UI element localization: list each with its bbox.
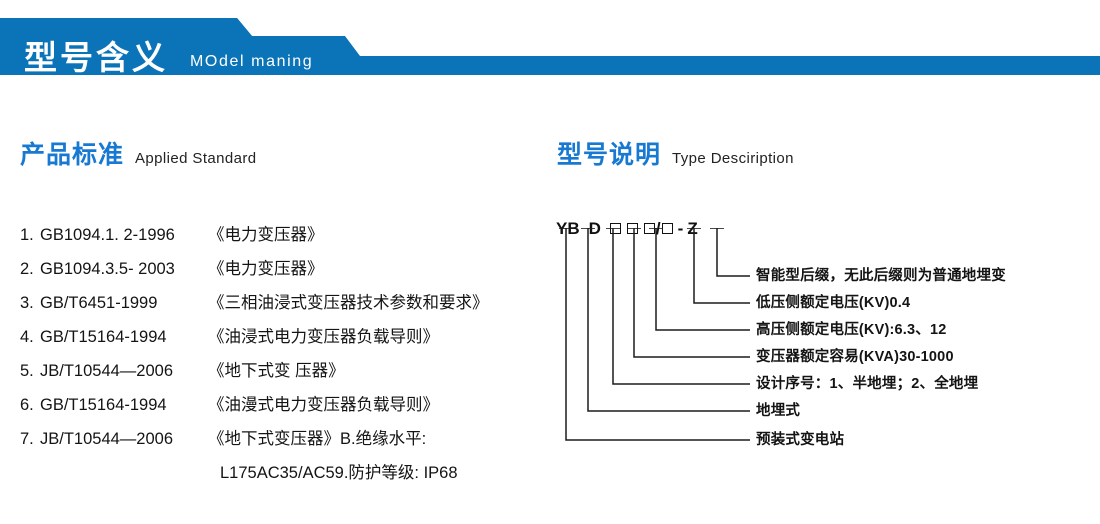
standard-name: 《电力变压器》 <box>208 226 324 244</box>
model-code-separator: - <box>677 219 684 238</box>
section-heading-applied-standard: 产品标准 Applied Standard <box>20 143 257 168</box>
header-banner: 型号含义 MOdel maning <box>0 18 1100 75</box>
diagram-label: 高压侧额定电压(KV):6.3、12 <box>756 322 947 338</box>
section-heading-type-description: 型号说明 Type Desciription <box>557 143 794 168</box>
standard-code: GB/T15164-1994 <box>40 396 167 414</box>
standard-index: 6. <box>20 396 34 414</box>
diagram-label: 地埋式 <box>756 403 801 419</box>
standard-index: 7. <box>20 430 34 448</box>
leader-line <box>612 228 750 385</box>
diagram-label: 预装式变电站 <box>756 432 845 448</box>
standard-list-item: 6. GB/T15164-1994 《油漫式电力变压器负载导则》 <box>20 388 550 422</box>
standard-name: 《电力变压器》 <box>208 260 324 278</box>
diagram-label: 变压器额定容易(KVA)30-1000 <box>756 349 954 365</box>
banner-shape-graphic <box>0 18 1100 75</box>
standard-code: GB/T6451-1999 <box>40 294 158 312</box>
leader-line <box>565 228 750 441</box>
leader-line-diagram <box>559 228 750 441</box>
standard-list-item: 1. GB1094.1. 2-1996 《电力变压器》 <box>20 218 550 252</box>
banner-title: 型号含义 <box>24 39 168 76</box>
standard-list-item: 4. GB/T15164-1994 《油浸式电力变压器负载导则》 <box>20 320 550 354</box>
leader-line <box>716 228 750 277</box>
standard-code: JB/T10544—2006 <box>40 362 174 380</box>
standard-name: 《地下式变压器》B.绝缘水平: <box>208 430 427 448</box>
heading-standard-en: Applied Standard <box>135 150 257 167</box>
standard-code: JB/T10544—2006 <box>40 430 174 448</box>
standard-list-item: 2. GB1094.3.5- 2003 《电力变压器》 <box>20 252 550 286</box>
banner-subtitle: MOdel maning <box>190 53 314 70</box>
standard-code: GB1094.3.5- 2003 <box>40 260 175 278</box>
heading-type-en: Type Desciription <box>672 150 794 167</box>
standard-index: 3. <box>20 294 34 312</box>
standard-index: 4. <box>20 328 34 346</box>
heading-type-cn: 型号说明 <box>557 141 662 169</box>
leader-line <box>693 228 750 304</box>
standard-list-item: 5. JB/T10544—2006 《地下式变 压器》 <box>20 354 550 388</box>
leader-line <box>655 228 750 331</box>
standard-name: 《地下式变 压器》 <box>208 362 345 380</box>
standard-code: GB/T15164-1994 <box>40 328 167 346</box>
standard-code: GB1094.1. 2-1996 <box>40 226 175 244</box>
leader-line <box>587 228 750 412</box>
standard-name: 《油浸式电力变压器负载导则》 <box>208 328 439 346</box>
standard-list-item: 3. GB/T6451-1999 《三相油浸式变压器技术参数和要求》 <box>20 286 550 320</box>
leader-line <box>633 228 750 358</box>
diagram-label: 低压侧额定电压(KV)0.4 <box>756 295 911 311</box>
standard-index: 2. <box>20 260 34 278</box>
standard-name: 《油漫式电力变压器负载导则》 <box>208 396 439 414</box>
diagram-label: 智能型后缀，无此后缀则为普通地埋变 <box>756 268 1006 284</box>
standards-list: 1. GB1094.1. 2-1996 《电力变压器》 2. GB1094.3.5- 2… <box>20 218 550 490</box>
standard-list-item: 7. JB/T10544—2006 《地下式变压器》B.绝缘水平: <box>20 422 550 456</box>
standard-name: 《三相油浸式变压器技术参数和要求》 <box>208 294 489 312</box>
diagram-label: 设计序号：1、半地埋；2、全地埋 <box>756 376 979 392</box>
standard-index: 5. <box>20 362 34 380</box>
standard-index: 1. <box>20 226 34 244</box>
standard-continuation-line: L175AC35/AC59.防护等级: IP68 <box>220 464 458 482</box>
heading-standard-cn: 产品标准 <box>20 141 125 169</box>
